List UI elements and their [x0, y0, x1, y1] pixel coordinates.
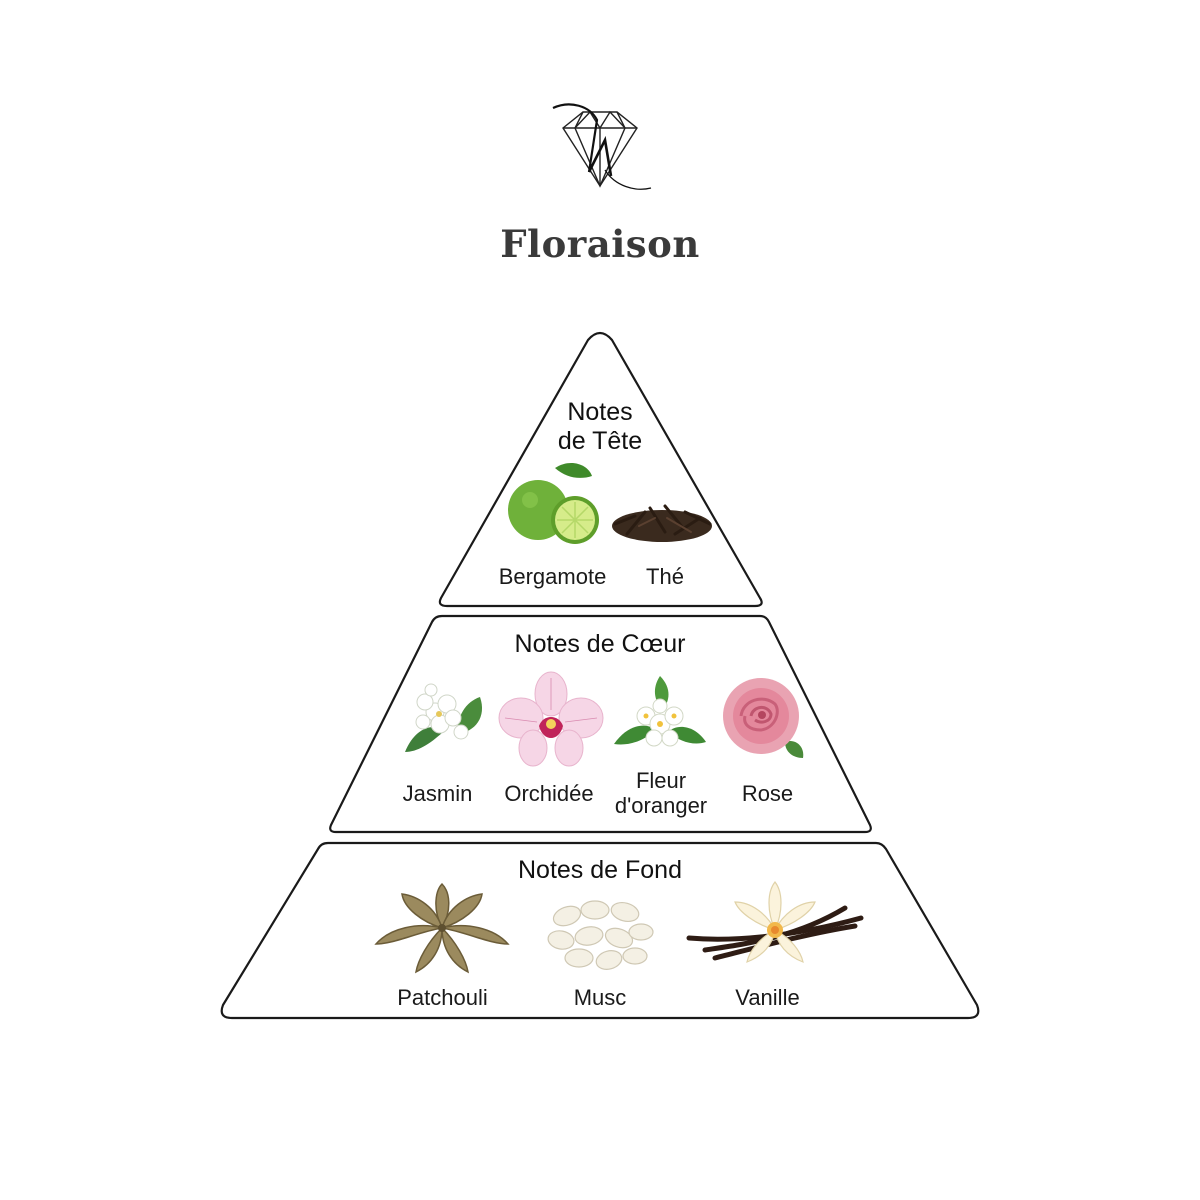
- ingredient-label-jasmin: Jasmin: [402, 781, 473, 806]
- bergamot-icon: [508, 462, 599, 544]
- tier-title-top: Notes de Tête: [557, 398, 643, 455]
- diamond-monogram-icon: [552, 103, 652, 190]
- tier-title-bottom: Notes de Fond: [518, 856, 682, 884]
- jasmine-icon: [405, 683, 483, 752]
- tea-leaves-icon: [612, 504, 712, 542]
- patchouli-leaf-icon: [374, 882, 510, 974]
- orange-blossom-icon: [614, 676, 706, 747]
- ingredient-label-the: Thé: [646, 564, 684, 589]
- ingredient-label-fleur-doranger: Fleur d'oranger: [614, 768, 708, 818]
- tier-bottom-outline: [220, 841, 980, 1020]
- rose-icon: [723, 678, 804, 758]
- ingredient-label-musc: Musc: [573, 985, 627, 1010]
- vanilla-icon: [686, 881, 864, 963]
- musk-icon: [547, 900, 654, 970]
- ingredient-label-patchouli: Patchouli: [397, 985, 488, 1010]
- orchid-icon: [498, 671, 604, 767]
- ingredient-label-rose: Rose: [741, 781, 794, 806]
- page-title: Floraison: [500, 222, 700, 266]
- tier-top-outline: [438, 331, 763, 608]
- tier-title-middle: Notes de Cœur: [514, 630, 686, 658]
- tier-middle-outline: [329, 614, 872, 834]
- ingredient-label-vanille: Vanille: [735, 985, 800, 1010]
- ingredient-label-orchidee: Orchidée: [504, 781, 594, 806]
- ingredient-label-bergamote: Bergamote: [498, 564, 607, 589]
